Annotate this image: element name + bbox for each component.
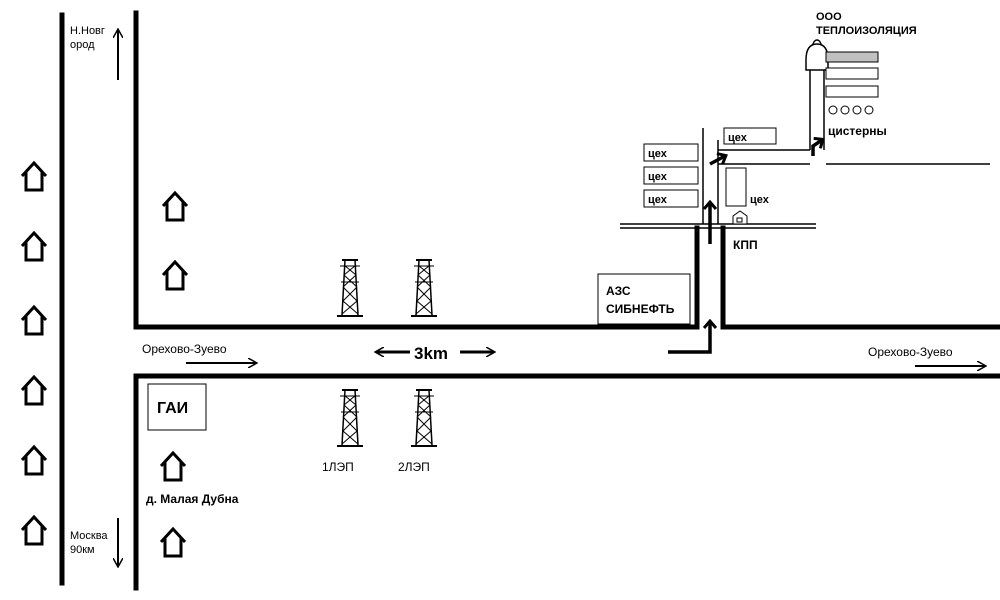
house-icon (161, 260, 189, 291)
gai-label: ГАИ (157, 400, 188, 417)
house-icon (20, 161, 48, 192)
house-icon (20, 515, 48, 546)
west-road-label: Орехово-Зуево (142, 342, 227, 356)
factory-building-2 (825, 85, 879, 98)
workshop-5-label: цех (750, 194, 770, 206)
factory-tower-icon (805, 43, 829, 71)
tower-2-label: 2ЛЭП (398, 460, 430, 474)
power-line-tower-icon (336, 389, 364, 447)
company-label-2: ТЕПЛОИЗОЛЯЦИЯ (816, 25, 917, 37)
factory-building-1 (825, 67, 879, 80)
gai-post (147, 383, 207, 431)
power-line-tower-icon (410, 389, 438, 447)
route-arrow-icon (811, 140, 822, 156)
tanks-icon (828, 105, 874, 115)
factory-building-shaded (825, 51, 879, 63)
village-label: д. Малая Дубна (146, 492, 239, 506)
distance-label: 3km (414, 344, 448, 363)
house-icon (161, 191, 189, 222)
route-arrow-icon (668, 322, 710, 354)
checkpoint-label: КПП (733, 238, 758, 252)
house-icon (159, 451, 187, 482)
workshop-4-label: цех (728, 132, 748, 144)
workshop-3-label: цех (648, 194, 668, 206)
north-city-label-1: Н.Новг (70, 25, 105, 37)
workshop-5 (725, 167, 747, 207)
workshop-2 (643, 166, 699, 185)
workshop-2-label: цех (648, 171, 668, 183)
tower-1-label: 1ЛЭП (322, 460, 354, 474)
workshop-1-label: цех (648, 148, 668, 160)
gas-station-label-2: СИБНЕФТЬ (606, 302, 675, 316)
power-line-tower-icon (336, 259, 364, 317)
house-icon (20, 305, 48, 336)
north-city-label-2: ород (70, 39, 95, 51)
tanks-label: цистерны (828, 124, 887, 138)
gas-station-label-1: АЗС (606, 284, 631, 298)
workshop-3 (643, 189, 699, 208)
house-icon (20, 375, 48, 406)
south-city-label-2: 90км (70, 544, 95, 556)
east-road-label: Орехово-Зуево (868, 345, 953, 359)
house-icon (159, 527, 187, 558)
company-label-1: ООО (816, 11, 842, 23)
checkpoint-icon (732, 210, 748, 225)
house-icon (20, 231, 48, 262)
workshop-1 (643, 143, 699, 162)
house-icon (20, 445, 48, 476)
gas-station (597, 273, 691, 325)
workshop-4 (723, 127, 777, 145)
south-city-label-1: Москва (70, 530, 108, 542)
power-line-tower-icon (410, 259, 438, 317)
